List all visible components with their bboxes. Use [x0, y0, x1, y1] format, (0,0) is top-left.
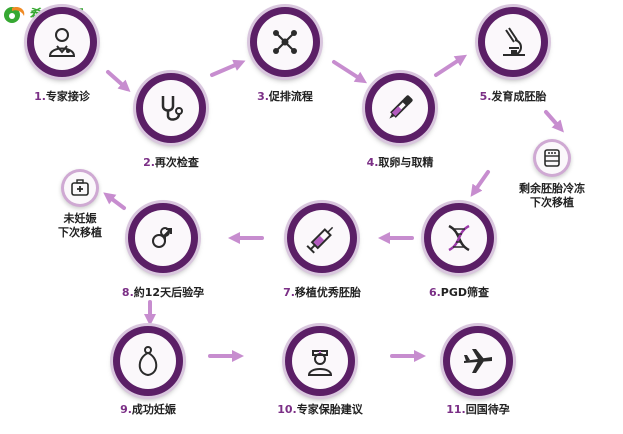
- arrow-4-5: [434, 54, 468, 77]
- microscope-icon: [503, 27, 525, 56]
- step-circle: [113, 326, 183, 396]
- step-label: 3.促排流程: [257, 90, 313, 103]
- step-label: 2.再次检查: [143, 156, 199, 169]
- nurse-icon: [307, 350, 333, 376]
- arrow-freeze-6: [470, 170, 490, 197]
- doctor-icon: [48, 28, 76, 57]
- arrow-2-3: [210, 59, 246, 77]
- step-circle: [136, 73, 206, 143]
- pipette-icon: [389, 95, 413, 119]
- step-label: 1.专家接诊: [34, 90, 90, 103]
- molecule-icon: [273, 30, 297, 54]
- step-label: 11.回国待孕: [446, 403, 510, 416]
- freeze-label: 剩余胚胎冷冻 下次移植: [519, 182, 585, 209]
- step-circle: [478, 7, 548, 77]
- step-circle: [443, 326, 513, 396]
- gender-icon: [152, 227, 172, 248]
- arrow-5-freeze: [544, 110, 564, 133]
- logo-icon: [4, 6, 25, 23]
- arrow-8-retry: [103, 192, 126, 210]
- step-circle: [128, 203, 198, 273]
- pregnancy-icon: [138, 346, 158, 377]
- dna-icon: [448, 224, 470, 252]
- syringe-icon: [306, 226, 334, 254]
- step-label: 6.PGD筛查: [428, 286, 490, 299]
- step-label: 9.成功妊娠: [120, 403, 176, 416]
- step-circle: [27, 7, 97, 77]
- side-circle: [61, 169, 99, 207]
- medkit-icon: [71, 179, 89, 196]
- step-label: 10.专家保胎建议: [277, 403, 363, 416]
- side-circle: [533, 139, 571, 177]
- retry-label: 未妊娠 下次移植: [58, 212, 102, 239]
- step-circle: [424, 203, 494, 273]
- step-label: 5.发育成胚胎: [479, 90, 547, 103]
- step-label: 8.約12天后验孕: [121, 286, 205, 299]
- step-label: 4.取卵与取精: [366, 156, 434, 169]
- step-circle: [365, 73, 435, 143]
- arrow-3-4: [332, 60, 368, 84]
- step-circle: [285, 326, 355, 396]
- arrow-1-2: [106, 70, 131, 92]
- stethoscope-icon: [161, 96, 183, 121]
- step-circle: [250, 7, 320, 77]
- airplane-icon: [464, 349, 492, 373]
- freezer-icon: [544, 149, 560, 167]
- step-circle: [287, 203, 357, 273]
- step-label: 7.移植优秀胚胎: [283, 286, 361, 299]
